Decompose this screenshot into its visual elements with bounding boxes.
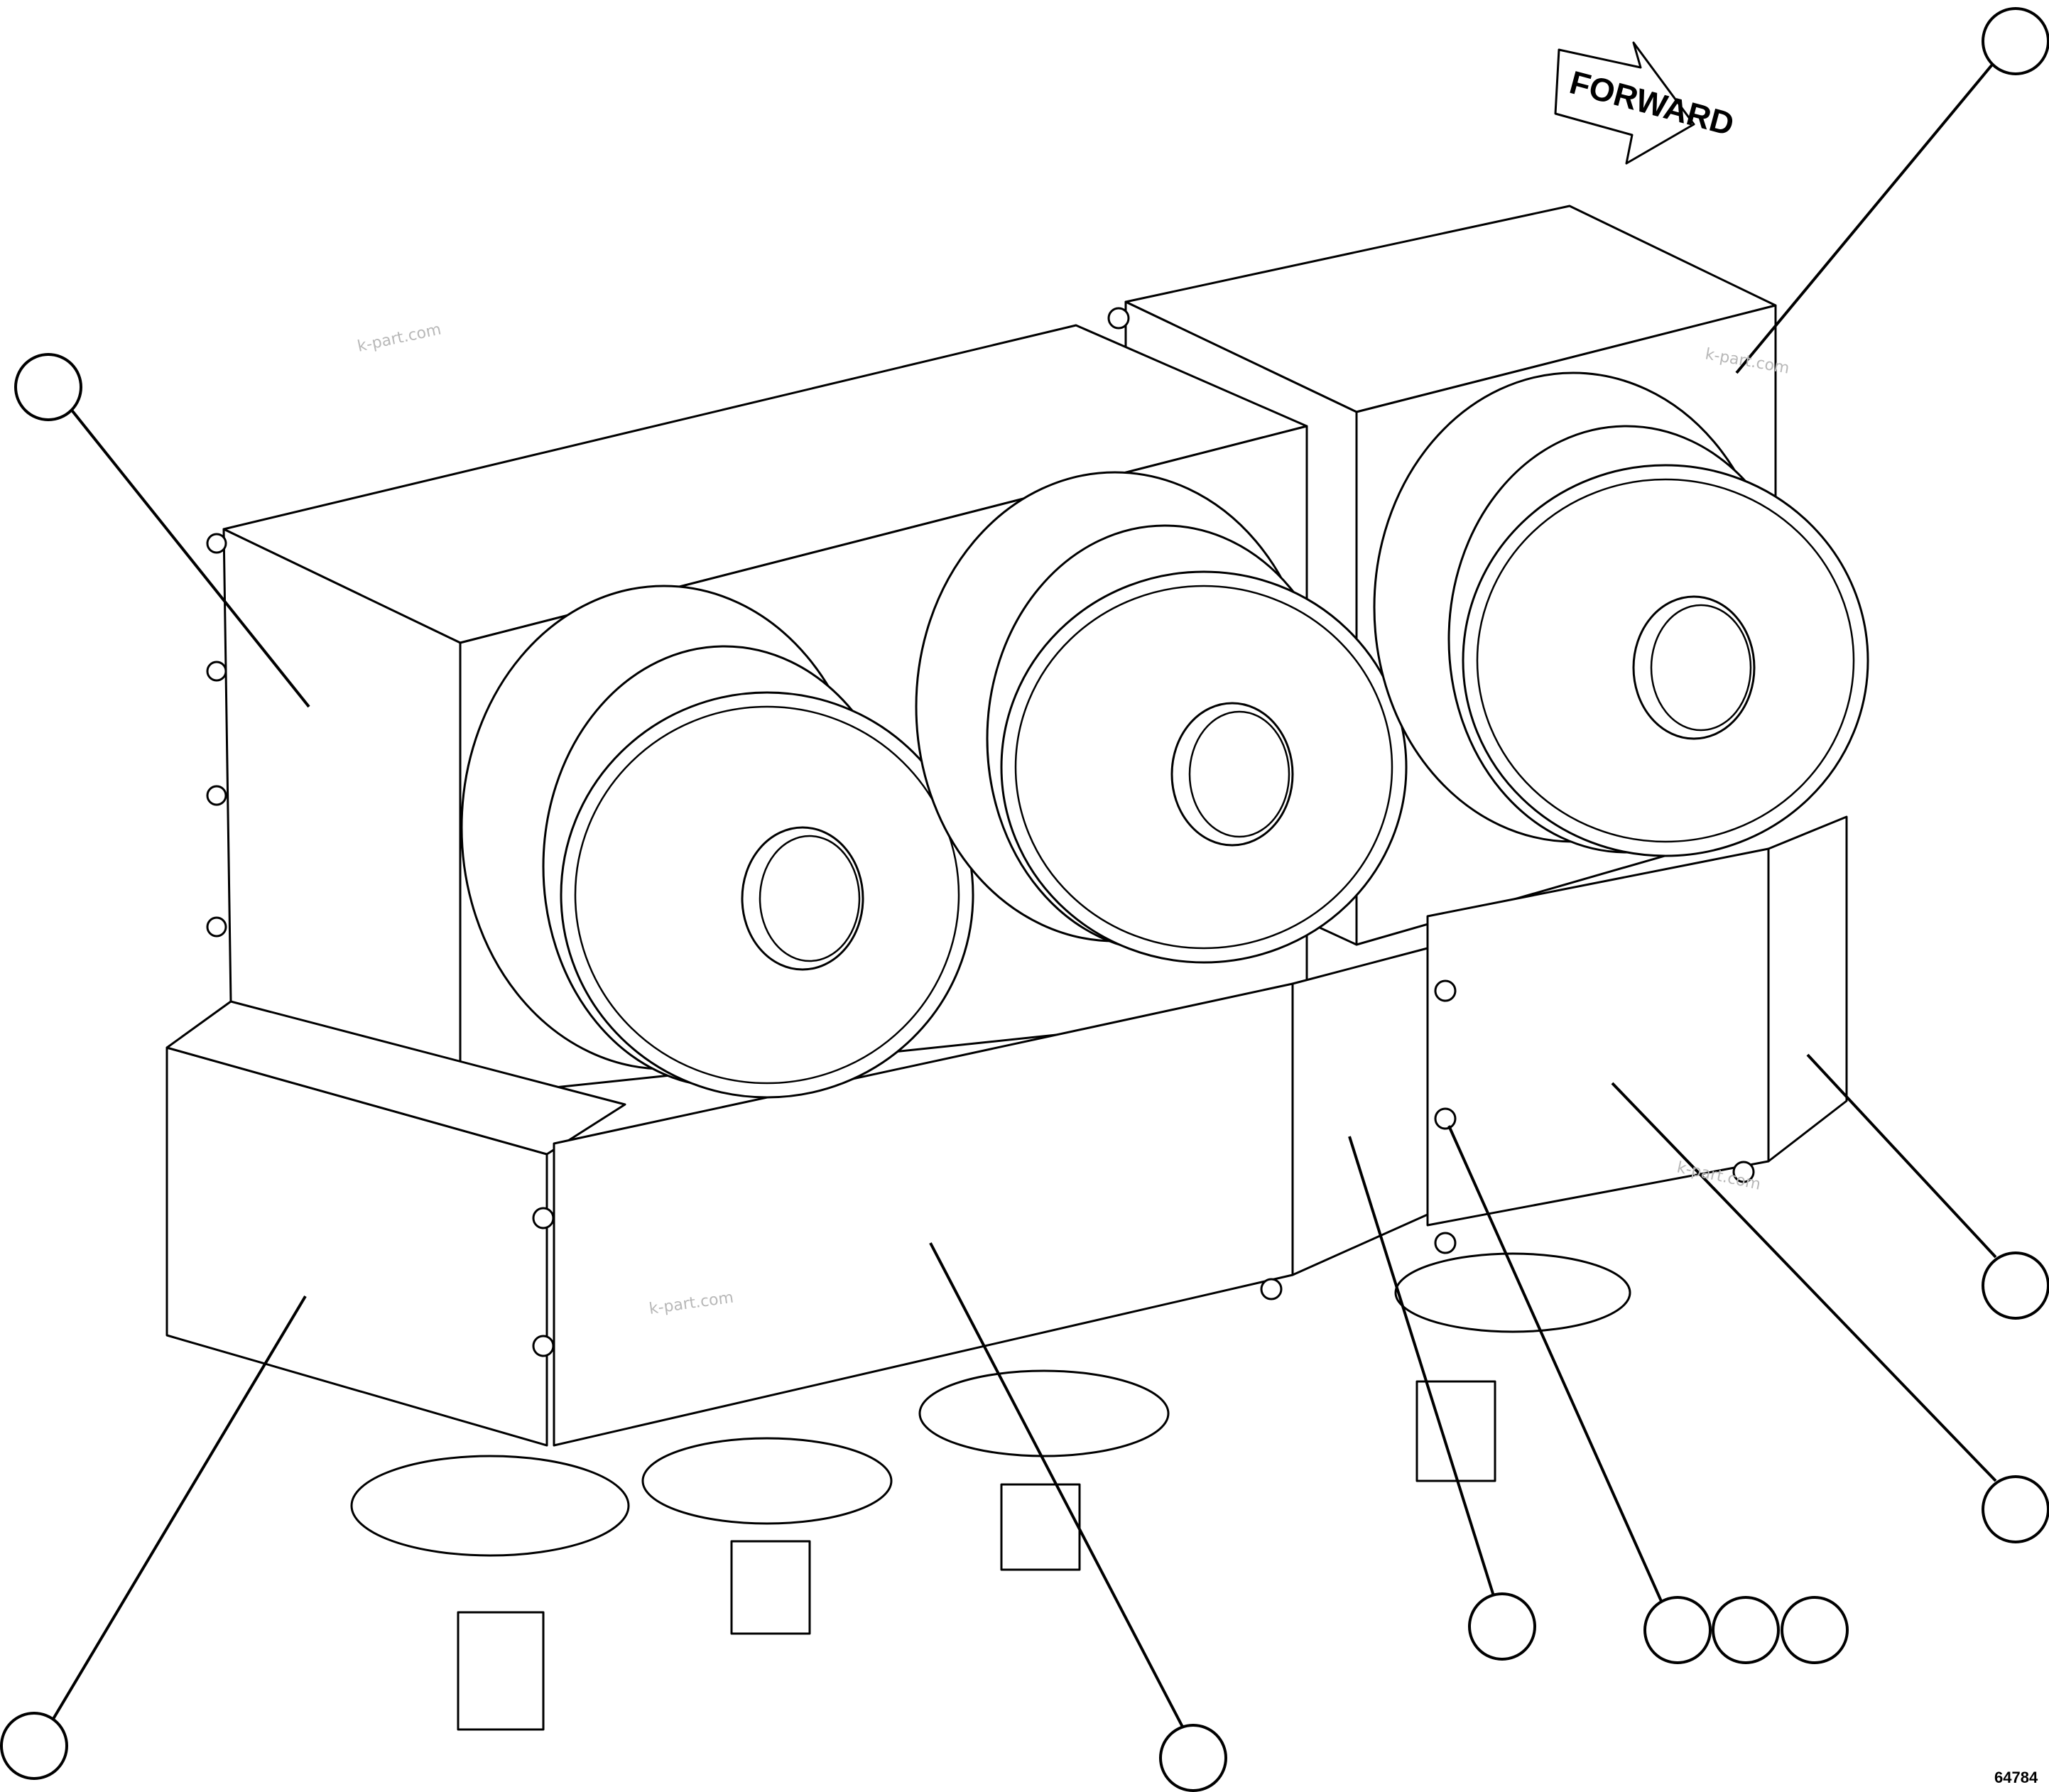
callout-5 <box>0 1712 68 1780</box>
outlet-tubes <box>350 1252 1631 1731</box>
callout-1 <box>14 353 82 421</box>
callout-8 <box>1643 1596 1712 1664</box>
watermark: k-part.com <box>356 321 442 356</box>
lower-panel-right-center <box>1291 947 1429 1276</box>
callouts <box>0 7 2049 1792</box>
callout-4 <box>1982 1475 2049 1543</box>
callout-10 <box>1781 1596 1849 1664</box>
lower-panel-right <box>1426 815 1848 1254</box>
precleaner-left <box>460 585 974 1099</box>
callout-3 <box>1982 1251 2049 1320</box>
lower-panel-center <box>532 982 1294 1482</box>
housing-bolts <box>206 533 227 938</box>
leader-lines <box>52 59 1997 1748</box>
forward-arrow-icon: FORWARD <box>1554 41 1738 165</box>
figure-number: 64784 <box>1994 1769 2038 1786</box>
callout-9 <box>1712 1596 1780 1664</box>
precleaner-right <box>1373 371 1869 857</box>
callout-2 <box>1982 7 2049 75</box>
lower-panel-left <box>165 1000 626 1447</box>
callout-7 <box>1468 1592 1536 1661</box>
precleaner-center <box>915 471 1408 964</box>
callout-6 <box>1159 1724 1227 1792</box>
